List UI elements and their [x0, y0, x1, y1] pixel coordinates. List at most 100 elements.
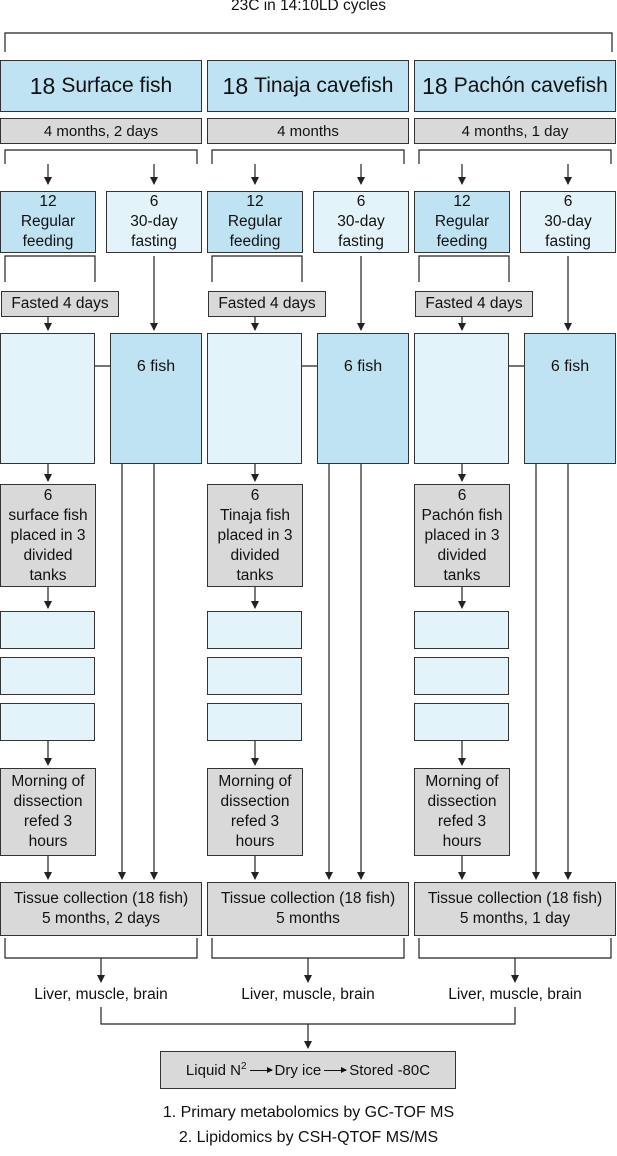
- fasted-4-days-box-pachon: Fasted 4 days: [415, 291, 533, 317]
- tissue-bracket: [211, 938, 405, 959]
- placed-label: placed in 3: [424, 526, 500, 544]
- tissues-label-surface: Liver, muscle, brain: [34, 986, 168, 1003]
- placed-label: tanks: [29, 566, 67, 584]
- placed-label: divided: [230, 546, 280, 564]
- tissue-age-label: 5 months, 2 days: [41, 910, 161, 927]
- tissue-collection-box-tinaja: Tissue collection (18 fish)5 months: [207, 882, 409, 936]
- group-count: 12: [246, 193, 264, 210]
- placed-label: 6: [43, 486, 53, 504]
- regular-bracket: [418, 255, 510, 282]
- group-label: Regular: [434, 213, 490, 230]
- morning-label: refed 3: [23, 813, 73, 830]
- six-fish-tank-surface: 6 fish: [110, 333, 202, 464]
- group-label: Regular: [20, 213, 76, 230]
- fasted-label: Fasted 4 days: [11, 295, 109, 312]
- morning-label: refed 3: [230, 813, 280, 830]
- tissue-bracket: [4, 938, 198, 959]
- group-count: 6: [563, 193, 573, 210]
- tissue-collection-box-surface: Tissue collection (18 fish) 5 months, 2 d…: [0, 882, 202, 936]
- placed-label: Pachón fish: [421, 506, 503, 524]
- divided-tank-surface-3: [0, 703, 95, 741]
- group-label: 30-day: [337, 213, 385, 230]
- tissue-collection-box-pachon: Tissue collection (18 fish) 5 months, 1 d…: [414, 882, 616, 936]
- regular-bracket: [4, 255, 96, 282]
- regular-fish-tank-pachon: [414, 333, 509, 464]
- placed-label: 6: [250, 486, 260, 504]
- six-fish-label: 6 fish: [136, 358, 176, 375]
- species-name: Pachón cavefish: [453, 74, 608, 97]
- split-bracket: [211, 149, 405, 164]
- placed-label: placed in 3: [10, 526, 86, 544]
- six-fish-label: 6 fish: [343, 358, 383, 375]
- fasted-label: Fasted 4 days: [425, 295, 523, 312]
- morning-label: Morning of: [11, 773, 85, 790]
- fasting-box-tinaja: 6 30-day fasting: [313, 191, 409, 253]
- morning-label: dissection: [220, 793, 290, 810]
- group-count: 12: [453, 193, 471, 210]
- species-name: Surface fish: [61, 74, 173, 97]
- tissue-label: Tissue collection (18 fish): [220, 890, 396, 907]
- fasted-4-days-box-surface: Fasted 4 days: [1, 291, 119, 317]
- liquid-nitrogen-label: Liquid N2: [185, 1061, 247, 1079]
- divided-tank-tinaja-3: [207, 703, 302, 741]
- placed-label: placed in 3: [217, 526, 293, 544]
- six-fish-tank-tinaja: 6 fish: [317, 333, 409, 464]
- freeze-storage-box: Liquid N2 Dry ice Stored -80C: [160, 1051, 456, 1089]
- group-label: Regular: [227, 213, 283, 230]
- morning-label: hours: [235, 833, 275, 850]
- header-label: 23C in 14:10LD cycles: [230, 0, 387, 14]
- regular-bracket: [211, 255, 303, 282]
- tissue-bracket: [418, 938, 612, 959]
- fasted-4-days-box-tinaja: Fasted 4 days: [208, 291, 326, 317]
- start-age-label: 4 months, 1 day: [461, 122, 569, 140]
- placed-label: surface fish: [8, 506, 88, 524]
- group-label: 30-day: [130, 213, 178, 230]
- start-age-box-surface: 4 months, 2 days: [0, 118, 202, 144]
- fasted-label: Fasted 4 days: [218, 295, 316, 312]
- morning-label: dissection: [13, 793, 83, 810]
- start-age-label: 4 months: [277, 122, 339, 140]
- tissue-age-label: 5 months, 1 day: [459, 910, 571, 927]
- divided-tank-tinaja-2: [207, 657, 302, 695]
- placed-label: divided: [23, 546, 73, 564]
- placed-label: divided: [437, 546, 487, 564]
- start-age-box-tinaja: 4 months: [207, 118, 409, 144]
- group-label: feeding: [229, 233, 281, 250]
- tissue-label: Tissue collection (18 fish): [427, 890, 603, 907]
- divided-tank-pachon-1: [414, 611, 509, 649]
- tissues-bracket: [100, 1007, 516, 1025]
- divided-tank-tinaja-1: [207, 611, 302, 649]
- group-count: 12: [39, 193, 57, 210]
- placed-label: tanks: [236, 566, 274, 584]
- divided-tank-surface-2: [0, 657, 95, 695]
- group-count: 6: [149, 193, 159, 210]
- divided-tank-pachon-2: [414, 657, 509, 695]
- split-bracket: [4, 149, 198, 164]
- tissue-label: Tissue collection (18 fish): [13, 890, 189, 907]
- arrow-icon: [324, 1066, 348, 1073]
- placed-label: 6: [457, 486, 467, 504]
- group-label: fasting: [338, 233, 384, 250]
- species-name: Tinaja cavefish: [254, 74, 394, 97]
- group-label: feeding: [436, 233, 488, 250]
- regular-fish-tank-surface: [0, 333, 95, 464]
- analysis-1: 1. Primary metabolomics by GC-TOF MS: [162, 1104, 455, 1121]
- dry-ice-label: Dry ice: [274, 1061, 322, 1079]
- divided-tank-pachon-3: [414, 703, 509, 741]
- divided-tank-surface-1: [0, 611, 95, 649]
- species-count: 18: [422, 72, 448, 99]
- arrow-icon: [249, 1066, 273, 1073]
- species-count: 18: [222, 72, 249, 99]
- group-count: 6: [356, 193, 366, 210]
- morning-label: hours: [28, 833, 68, 850]
